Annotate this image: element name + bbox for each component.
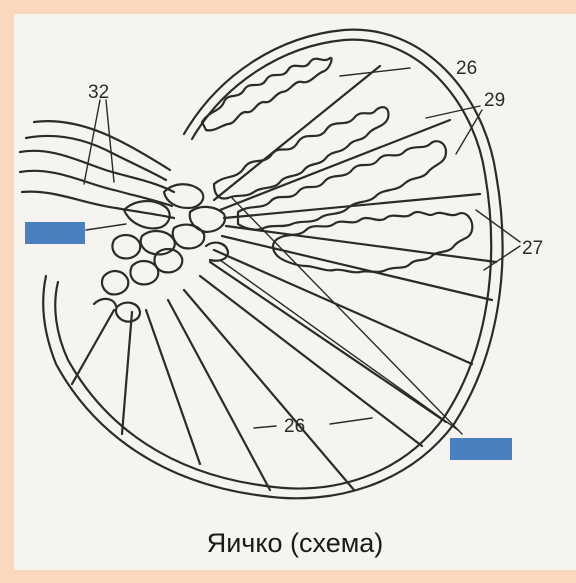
septum xyxy=(214,250,472,364)
blue-label-box-right xyxy=(450,438,512,460)
testis-illustration: 32 26 29 27 26 xyxy=(14,14,576,570)
rete-testis xyxy=(112,235,140,258)
septum xyxy=(122,312,132,434)
testis-diagram: 32 26 29 27 26 Яичко (схема) xyxy=(14,14,576,570)
rete-testis xyxy=(102,271,128,294)
efferent-duct xyxy=(22,192,174,218)
pointer-26-bottom xyxy=(254,418,372,428)
label-26-top: 26 xyxy=(456,58,477,79)
tunica-inner xyxy=(55,40,491,489)
septum xyxy=(184,290,354,490)
pointer-marker xyxy=(232,198,462,434)
septum xyxy=(146,310,200,464)
slide-frame-left xyxy=(0,0,14,583)
septum xyxy=(210,262,446,422)
efferent-duct xyxy=(26,136,166,180)
rete-testis xyxy=(173,225,205,249)
pointer-marker xyxy=(220,260,458,430)
pointer-marker-left xyxy=(86,224,126,230)
label-26-bottom: 26 xyxy=(284,416,305,437)
seminiferous-tubule xyxy=(214,107,388,198)
label-27: 27 xyxy=(522,238,543,259)
pointer-29 xyxy=(426,106,480,118)
slide-frame-bottom xyxy=(0,570,576,583)
efferent-duct xyxy=(34,121,170,170)
rete-testis xyxy=(141,231,175,254)
figure-caption: Яичко (схема) xyxy=(14,528,576,559)
septum xyxy=(168,300,270,490)
blue-label-box-left xyxy=(25,222,85,244)
slide-frame-top xyxy=(0,0,576,14)
rete-testis xyxy=(94,299,116,306)
pointer-27 xyxy=(476,210,520,242)
septum xyxy=(72,310,114,384)
label-32: 32 xyxy=(88,82,109,103)
septum xyxy=(220,120,450,210)
rete-testis xyxy=(116,303,140,322)
label-29: 29 xyxy=(484,90,505,111)
